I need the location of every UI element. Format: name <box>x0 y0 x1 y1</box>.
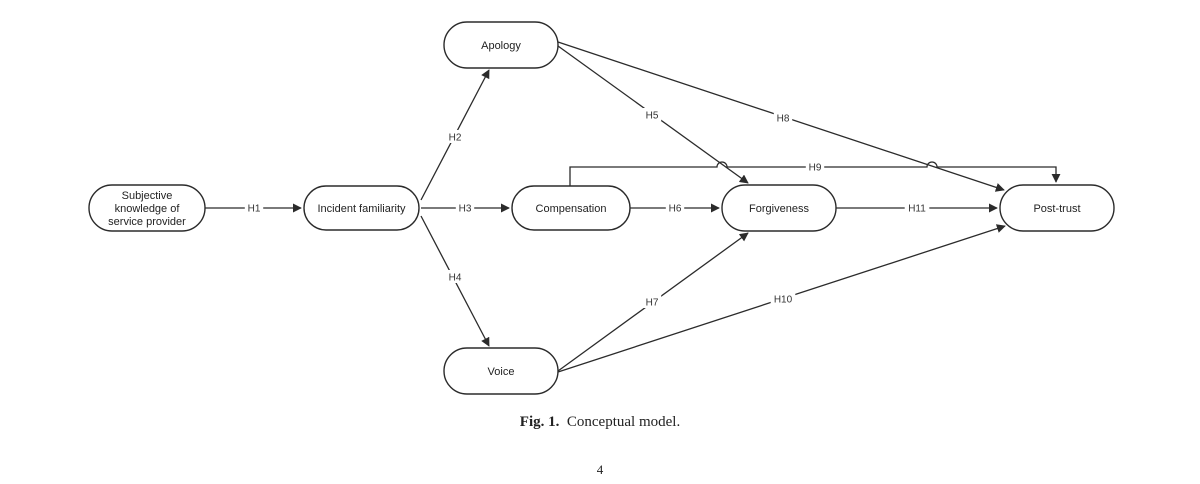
edge-h4: H4 <box>420 215 490 347</box>
edge-h6-label-bg <box>665 201 685 214</box>
edge-h5: H5 <box>557 45 749 184</box>
node-voice-box <box>443 347 559 395</box>
edge-h2-label-bg <box>445 130 465 143</box>
node-forgiveness-box <box>721 184 837 232</box>
node-subjective-label: Subjective <box>122 190 173 202</box>
edge-h9: H9 <box>569 160 1061 186</box>
edge-h10-label-bg <box>770 292 796 305</box>
edge-h9-arrow <box>569 161 1061 186</box>
edge-h2-label: H2 <box>449 133 462 144</box>
node-voice-label: Voice <box>488 366 515 378</box>
edge-h6-label: H6 <box>669 204 682 215</box>
edge-h8-label: H8 <box>777 114 790 125</box>
edge-h3-label-bg <box>455 201 475 214</box>
edge-h1: H1 <box>205 201 302 215</box>
edge-h3-label: H3 <box>459 204 472 215</box>
edge-h11-label: H11 <box>908 204 926 215</box>
node-posttrust-box <box>999 184 1115 232</box>
edge-h9-label: H9 <box>809 163 822 174</box>
edge-h2: H2 <box>420 69 490 201</box>
node-apology: Apology <box>443 21 559 69</box>
edge-h1-label-bg <box>244 201 264 214</box>
edge-h7-label-bg <box>642 295 662 308</box>
node-compensation: Compensation <box>511 185 631 231</box>
node-voice: Voice <box>443 347 559 395</box>
node-compensation-box <box>511 185 631 231</box>
node-posttrust: Post-trust <box>999 184 1115 232</box>
node-subjective-label: service provider <box>108 216 186 228</box>
edge-h8: H8 <box>557 41 1005 192</box>
figure-caption-label: Fig. 1. <box>519 414 560 430</box>
edge-h10: H10 <box>557 224 1006 373</box>
edge-h4-label: H4 <box>449 273 462 284</box>
node-posttrust-label: Post-trust <box>1033 203 1080 215</box>
node-subjective-label: knowledge of <box>115 203 181 215</box>
edge-h11: H11 <box>836 201 998 215</box>
figure-caption: Fig. 1. Conceptual model. <box>0 414 1200 431</box>
edge-h3: H3 <box>421 201 510 215</box>
edge-h7-label: H7 <box>646 298 659 309</box>
figure-caption-text: Conceptual model. <box>566 414 681 430</box>
node-familiarity-box <box>303 185 420 231</box>
edge-h10-label: H10 <box>774 295 793 306</box>
node-forgiveness: Forgiveness <box>721 184 837 232</box>
node-compensation-label: Compensation <box>536 203 607 215</box>
node-forgiveness-label: Forgiveness <box>749 203 809 215</box>
edge-h9-label-bg <box>805 160 825 173</box>
page-number: 4 <box>596 462 604 477</box>
edge-h8-label-bg <box>773 111 793 124</box>
node-familiarity-label: Incident familiarity <box>317 203 406 215</box>
edge-h7: H7 <box>557 232 749 372</box>
node-apology-box <box>443 21 559 69</box>
node-familiarity: Incident familiarity <box>303 185 420 231</box>
edge-h5-label-bg <box>642 108 662 121</box>
edge-h11-label-bg <box>904 201 930 214</box>
edge-h6: H6 <box>630 201 720 215</box>
edge-h1-label: H1 <box>248 204 261 215</box>
edge-h5-label: H5 <box>646 111 659 122</box>
node-apology-label: Apology <box>481 40 521 52</box>
edge-h4-label-bg <box>445 270 465 283</box>
node-subjective-box <box>88 184 206 232</box>
